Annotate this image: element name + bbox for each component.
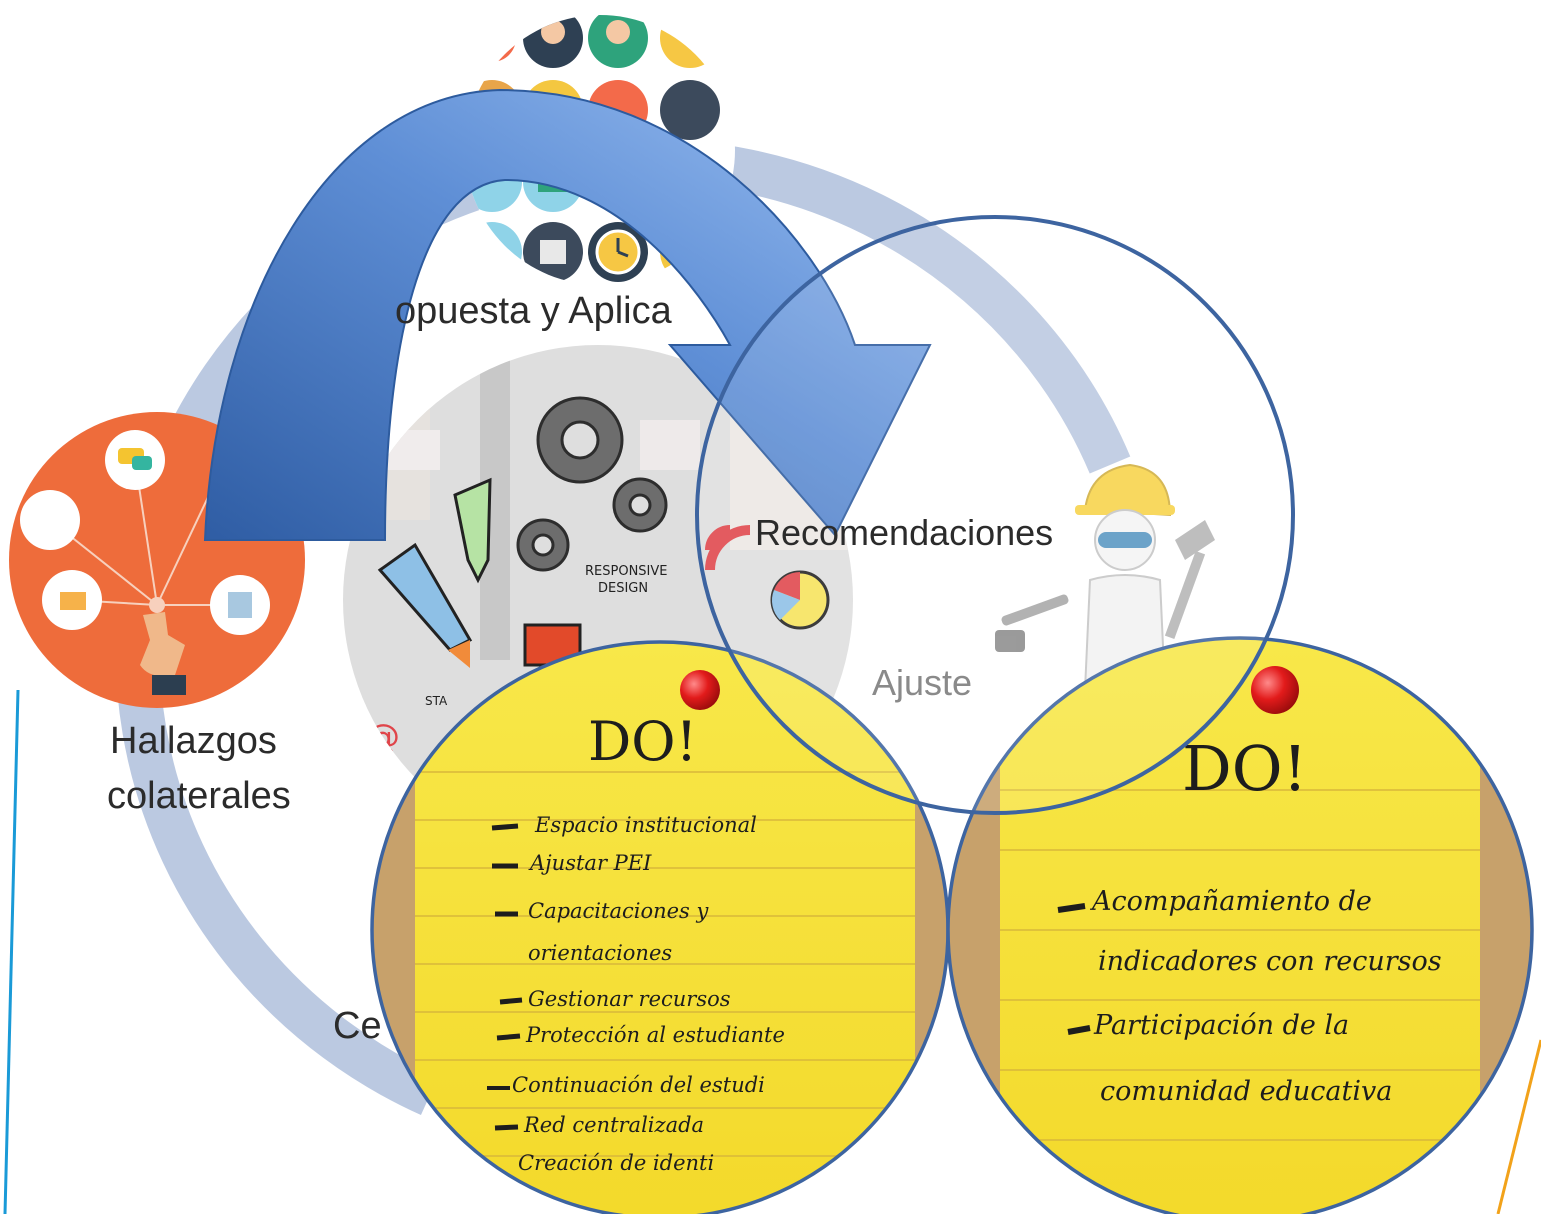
note-left-item: orientaciones <box>528 941 672 965</box>
left-accent-line <box>3 689 20 1214</box>
note-right-heading: DO! <box>1182 732 1307 805</box>
note-left-item: Espacio institucional <box>534 813 757 837</box>
startup-text: STA <box>425 694 448 708</box>
note-left: DO! Espacio institucional Ajustar PEI Ca… <box>372 642 948 1214</box>
curved-arrow <box>203 88 932 541</box>
note-left-item: Creación de identi <box>518 1151 714 1175</box>
at-symbol: @ <box>366 717 400 757</box>
responsive-text: RESPONSIVE <box>585 564 668 579</box>
note-left-heading: DO! <box>588 710 697 773</box>
design-text: DESIGN <box>598 581 648 596</box>
note-left-item: Ajustar PEI <box>528 851 652 875</box>
note-right-item: comunidad educativa <box>1100 1076 1392 1107</box>
label-hallazgos-1: Hallazgos <box>110 720 277 762</box>
note-left-item: Continuación del estudi <box>512 1073 765 1097</box>
label-propuesta: opuesta y Aplica <box>395 290 672 332</box>
note-right: DO! Acompañamiento de indicadores con re… <box>948 638 1532 1214</box>
note-left-item: Capacitaciones y <box>528 899 710 923</box>
push-pin-icon <box>1251 666 1299 714</box>
note-left-item: Gestionar recursos <box>528 987 731 1011</box>
right-accent-line <box>1496 1039 1541 1214</box>
note-left-item: Red centralizada <box>523 1113 704 1137</box>
label-ajuste: Ajuste <box>872 662 973 703</box>
note-right-item: indicadores con recursos <box>1098 946 1442 977</box>
note-right-item: Participación de la <box>1093 1010 1349 1041</box>
note-right-item: Acompañamiento de <box>1089 886 1372 917</box>
push-pin-icon <box>680 670 720 710</box>
note-left-item: Protección al estudiante <box>525 1023 785 1047</box>
label-recomendaciones: Recomendaciones <box>755 512 1054 553</box>
note-right-frame <box>946 636 1534 1214</box>
label-ce: Ce <box>333 1005 382 1047</box>
recomendaciones-circle <box>695 215 1295 815</box>
label-hallazgos-2: colaterales <box>107 775 291 817</box>
